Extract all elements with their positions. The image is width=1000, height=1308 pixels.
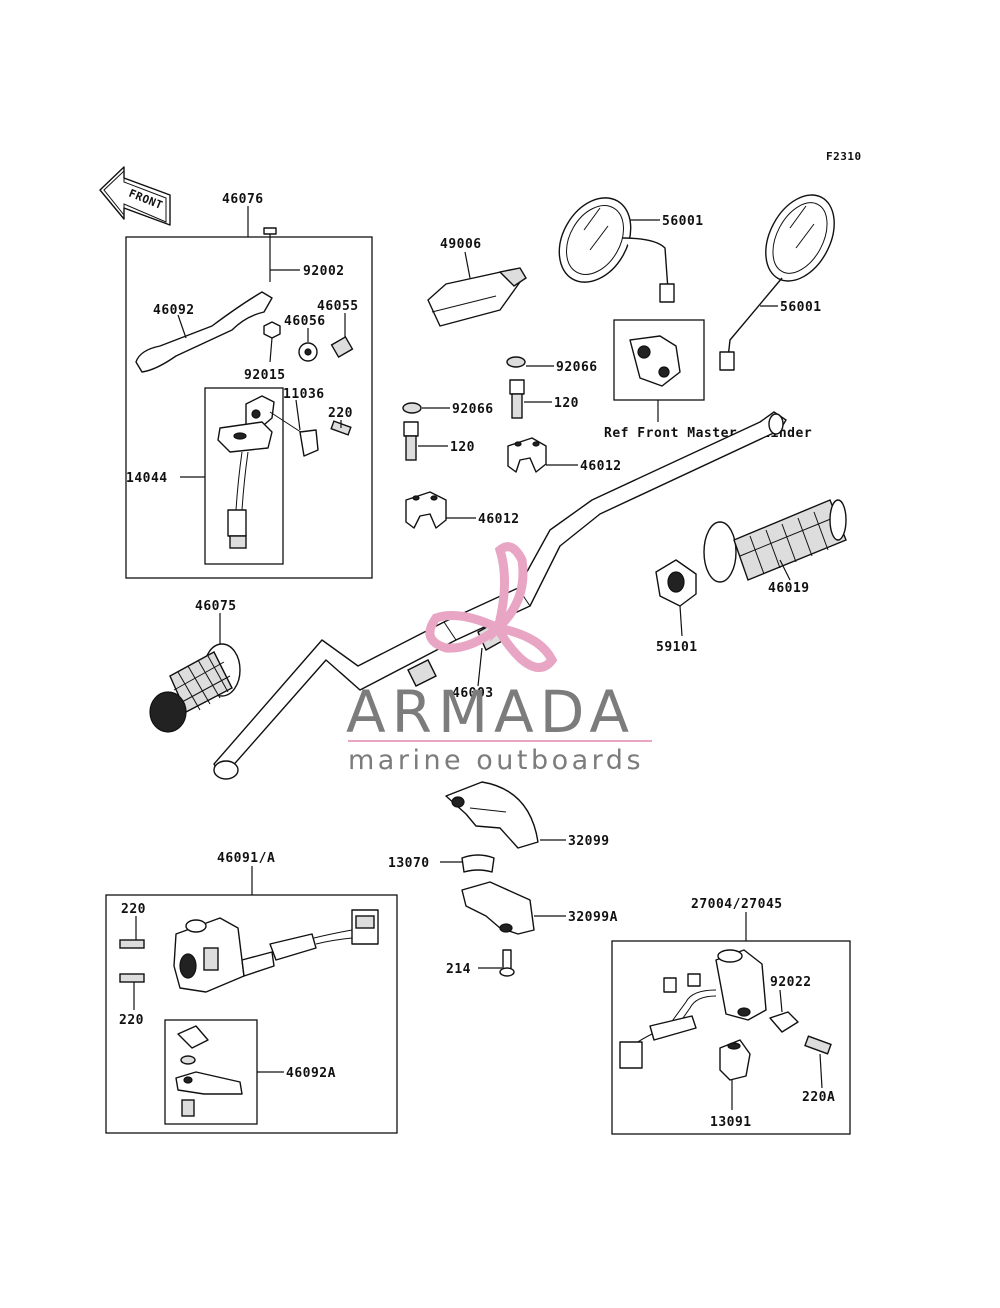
label-220-b: 220 (119, 1013, 144, 1028)
label-220A: 220A (802, 1090, 835, 1105)
label-59101: 59101 (656, 640, 698, 655)
label-214: 214 (446, 962, 471, 977)
switch-assembly-46091A: 46091/A 220 220 46092A (105, 851, 398, 1134)
cover-49006: 49006 (427, 237, 527, 327)
label-13091: 13091 (710, 1115, 752, 1130)
housing-32099A: 32099A (461, 881, 618, 935)
label-46091A: 46091/A (217, 851, 275, 866)
label-56001-left: 56001 (662, 214, 704, 229)
figure-code: F2310 (826, 150, 862, 163)
label-56001-right: 56001 (780, 300, 822, 315)
mirror-left-56001: 56001 (558, 197, 704, 303)
label-220-top: 220 (328, 406, 353, 421)
label-32099: 32099 (568, 834, 610, 849)
label-49006: 49006 (440, 237, 482, 252)
label-92066-upper: 92066 (556, 360, 598, 375)
label-46019: 46019 (768, 581, 810, 596)
label-32099A: 32099A (568, 910, 618, 925)
switch-assembly-27004: 27004/27045 92022 220A 13091 (611, 897, 851, 1135)
label-46075: 46075 (195, 599, 237, 614)
label-92022: 92022 (770, 975, 812, 990)
label-14044: 14044 (126, 471, 168, 486)
front-arrow-icon: FRONT (99, 166, 171, 226)
clutch-lever-46092 (135, 291, 273, 373)
label-27004: 27004/27045 (691, 897, 783, 912)
label-92066-lower: 92066 (452, 402, 494, 417)
bolt-set-upper: 92066 120 (506, 356, 598, 419)
assembly-frame-46076 (125, 236, 373, 579)
label-46012-lower: 46012 (478, 512, 520, 527)
holder-46012-lower: 46012 (405, 491, 520, 529)
label-46055: 46055 (317, 299, 359, 314)
brand-name: ARMADA (346, 678, 635, 746)
label-120-lower: 120 (450, 440, 475, 455)
clip-92022 (769, 1011, 799, 1033)
housing-32099: 32099 (445, 781, 610, 849)
clamp-59101: 59101 (655, 559, 698, 655)
armada-watermark: ARMADA marine outboards (346, 542, 652, 776)
label-46092: 46092 (153, 303, 195, 318)
bolt-set-lower: 92066 120 (402, 402, 494, 461)
screw-220A (804, 1035, 832, 1055)
lever-assembly-46076: 46076 92002 46092 92015 46056 46055 1404… (125, 192, 373, 579)
grip-46019: 46019 (703, 499, 847, 596)
label-120-upper: 120 (554, 396, 579, 411)
switch-housing-right (715, 949, 767, 1021)
label-46092A: 46092A (286, 1066, 336, 1081)
label-13070: 13070 (388, 856, 430, 871)
label-92002: 92002 (303, 264, 345, 279)
screw-220-b (119, 973, 145, 983)
screw-214: 214 (446, 949, 515, 977)
assembly-frame-27004 (611, 940, 851, 1135)
mirror-right-56001: 56001 (719, 194, 835, 371)
label-46012-upper: 46012 (580, 459, 622, 474)
screw-220-a (119, 939, 145, 949)
spacer-13070: 13070 (388, 854, 495, 873)
label-46003: 46003 (452, 686, 494, 701)
label-46076: 46076 (222, 192, 264, 207)
label-11036: 11036 (283, 387, 325, 402)
label-46056: 46056 (284, 314, 326, 329)
subframe-14044 (204, 387, 284, 565)
label-220-a: 220 (121, 902, 146, 917)
housing-13091 (719, 1039, 751, 1081)
grip-46075: 46075 (149, 599, 241, 733)
label-92015: 92015 (244, 368, 286, 383)
brand-tagline: marine outboards (348, 745, 644, 776)
holder-46012-upper: 46012 (507, 437, 622, 474)
propeller-logo-icon (425, 542, 558, 672)
